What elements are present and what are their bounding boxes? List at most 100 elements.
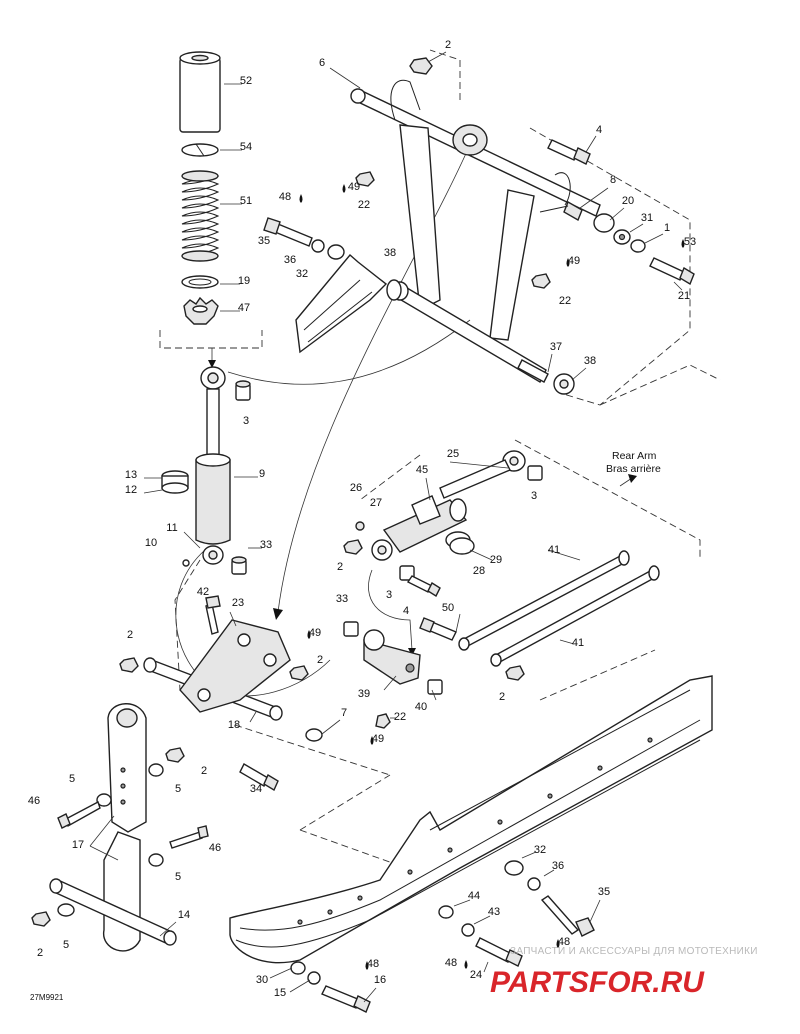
part-callout-2: 2 xyxy=(37,947,43,959)
watermark: ЗАПЧАСТИ И АКСЕССУАРЫ ДЛЯ МОТОТЕХНИКИ PA… xyxy=(490,946,758,999)
part-callout-11: 11 xyxy=(166,522,177,534)
part-callout-5: 5 xyxy=(175,871,181,883)
part-callout-9: 9 xyxy=(259,468,265,480)
part-callout-33: 33 xyxy=(336,593,348,605)
rear-arm-label-fr: Bras arrière xyxy=(606,463,661,475)
part-callout-46: 46 xyxy=(209,842,221,854)
shock-body xyxy=(195,366,231,565)
part-callout-49: 49 xyxy=(309,627,321,639)
drop-icons xyxy=(299,184,685,970)
part-callout-3: 3 xyxy=(243,415,249,427)
part-callout-22: 22 xyxy=(394,711,406,723)
grease-fitting xyxy=(182,559,190,567)
front-arm-group xyxy=(263,57,695,395)
part-callout-45: 45 xyxy=(416,464,428,476)
part-callout-2: 2 xyxy=(317,654,323,666)
collar-rings xyxy=(161,470,189,494)
part-callout-2: 2 xyxy=(337,561,343,573)
spring-seat-ring xyxy=(181,275,219,289)
part-callout-22: 22 xyxy=(358,199,370,211)
part-callout-40: 40 xyxy=(415,701,427,713)
drop-icon xyxy=(342,184,346,193)
part-callout-42: 42 xyxy=(197,586,209,598)
retaining-clip xyxy=(181,143,219,157)
watermark-logo: PARTSFOR.RU xyxy=(490,966,705,999)
part-callout-5: 5 xyxy=(63,939,69,951)
callout-leaders xyxy=(89,51,683,1003)
bushing-upper xyxy=(235,380,251,401)
drop-icon xyxy=(566,258,570,267)
watermark-tagline: ЗАПЧАСТИ И АКСЕССУАРЫ ДЛЯ МОТОТЕХНИКИ xyxy=(510,946,758,957)
part-callout-39: 39 xyxy=(358,688,370,700)
part-callout-37: 37 xyxy=(550,341,562,353)
part-callout-2: 2 xyxy=(127,629,133,641)
drop-icon xyxy=(365,961,369,970)
part-callout-48: 48 xyxy=(558,936,570,948)
part-callout-29: 29 xyxy=(490,554,502,566)
part-callout-36: 36 xyxy=(284,254,296,266)
part-callout-8: 8 xyxy=(610,174,616,186)
part-callout-23: 23 xyxy=(232,597,244,609)
part-callout-48: 48 xyxy=(445,957,457,969)
part-callout-4: 4 xyxy=(596,124,602,136)
part-callout-28: 28 xyxy=(473,565,485,577)
part-callout-49: 49 xyxy=(372,733,384,745)
part-callout-48: 48 xyxy=(279,191,291,203)
drawing-code: 27M9921 xyxy=(30,993,64,1002)
part-callout-1: 1 xyxy=(664,222,670,234)
part-callout-48: 48 xyxy=(367,958,379,970)
part-callout-47: 47 xyxy=(238,302,250,314)
part-callout-43: 43 xyxy=(488,906,500,918)
part-callout-19: 19 xyxy=(238,275,250,287)
part-callout-22: 22 xyxy=(559,295,571,307)
part-callout-4: 4 xyxy=(403,605,409,617)
part-callout-6: 6 xyxy=(319,57,325,69)
part-callout-25: 25 xyxy=(447,448,459,460)
part-callout-13: 13 xyxy=(125,469,137,481)
part-callout-44: 44 xyxy=(468,890,480,902)
rear-arm-note: Rear Arm Bras arrière xyxy=(606,450,661,475)
part-callout-15: 15 xyxy=(274,987,286,999)
part-callout-12: 12 xyxy=(125,484,137,496)
drop-icon xyxy=(556,939,560,948)
part-callout-10: 10 xyxy=(145,537,157,549)
part-callout-5: 5 xyxy=(69,773,75,785)
part-callout-38: 38 xyxy=(384,247,396,259)
adjuster-cam xyxy=(183,296,219,325)
part-callout-38: 38 xyxy=(584,355,596,367)
part-callout-30: 30 xyxy=(256,974,268,986)
rear-shock-group xyxy=(343,450,660,729)
lower-arm-group xyxy=(119,595,323,792)
part-callout-32: 32 xyxy=(534,844,546,856)
drop-icon xyxy=(299,194,303,203)
part-callout-3: 3 xyxy=(386,589,392,601)
part-callout-35: 35 xyxy=(258,235,270,247)
part-callout-18: 18 xyxy=(228,719,240,731)
part-callout-33: 33 xyxy=(260,539,272,551)
part-callout-2: 2 xyxy=(445,39,451,51)
part-callout-14: 14 xyxy=(178,909,190,921)
part-callout-32: 32 xyxy=(296,268,308,280)
part-callout-27: 27 xyxy=(370,497,382,509)
part-callout-5: 5 xyxy=(175,783,181,795)
part-callout-41: 41 xyxy=(548,544,560,556)
bushing-lower xyxy=(231,556,247,575)
drop-icon xyxy=(370,736,374,745)
part-callout-49: 49 xyxy=(568,255,580,267)
bellows-cover xyxy=(179,51,221,133)
part-callout-49: 49 xyxy=(348,181,360,193)
part-callout-41: 41 xyxy=(572,637,584,649)
part-callout-50: 50 xyxy=(442,602,454,614)
shock-absorber-group xyxy=(161,51,251,575)
part-callout-26: 26 xyxy=(350,482,362,494)
drop-icon xyxy=(307,630,311,639)
part-callout-2: 2 xyxy=(201,765,207,777)
part-callout-46: 46 xyxy=(28,795,40,807)
part-callout-24: 24 xyxy=(470,969,482,981)
part-callout-53: 53 xyxy=(684,236,696,248)
part-callout-52: 52 xyxy=(240,75,252,87)
part-callout-20: 20 xyxy=(622,195,634,207)
slide-rail xyxy=(229,675,713,1013)
